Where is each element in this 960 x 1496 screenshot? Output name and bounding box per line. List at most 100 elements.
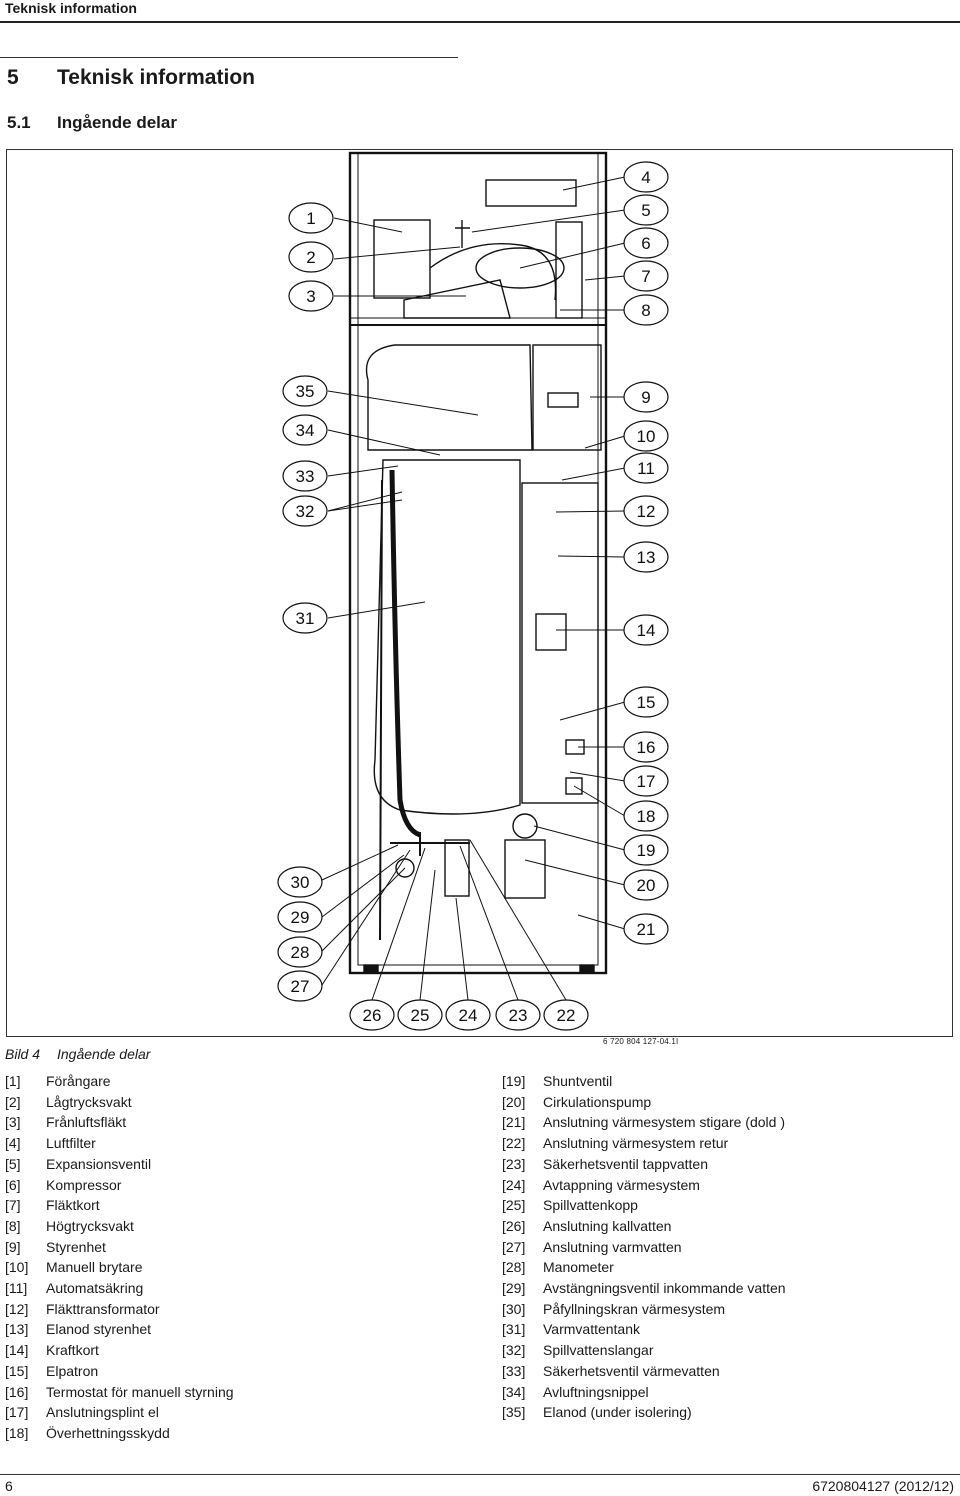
legend-text: Säkerhetsventil tappvatten xyxy=(543,1155,708,1172)
legend-item: [9]Styrenhet xyxy=(5,1237,234,1258)
callout-19: 19 xyxy=(623,834,669,866)
shunt-valve xyxy=(512,813,538,839)
svg-text:34: 34 xyxy=(296,421,315,440)
leader-lines xyxy=(321,176,626,1001)
svg-text:10: 10 xyxy=(637,427,656,446)
legend-item: [5]Expansionsventil xyxy=(5,1154,234,1175)
callout-18: 18 xyxy=(623,800,669,832)
svg-text:9: 9 xyxy=(641,388,650,407)
callout-25: 25 xyxy=(397,999,443,1031)
svg-text:30: 30 xyxy=(291,873,310,892)
legend-item: [34]Avluftningsnippel xyxy=(502,1382,786,1403)
svg-text:12: 12 xyxy=(637,502,656,521)
svg-text:27: 27 xyxy=(291,977,310,996)
svg-text:2: 2 xyxy=(306,248,315,267)
callout-23: 23 xyxy=(495,999,541,1031)
legend-text: Expansionsventil xyxy=(46,1155,152,1172)
svg-text:33: 33 xyxy=(296,467,315,486)
callout-4: 4 xyxy=(623,161,669,193)
legend-key: [17] xyxy=(5,1404,29,1421)
svg-text:11: 11 xyxy=(637,459,655,478)
callout-24: 24 xyxy=(445,999,491,1031)
legend-item: [1]Förångare xyxy=(5,1071,234,1092)
callout-30: 30 xyxy=(277,866,323,898)
callout-35: 35 xyxy=(282,375,328,407)
callout-27: 27 xyxy=(277,970,323,1002)
callout-8: 8 xyxy=(623,294,669,326)
legend-item: [28]Manometer xyxy=(502,1257,786,1278)
callout-6: 6 xyxy=(623,227,669,259)
legend-item: [4] Luftfilter xyxy=(5,1133,234,1154)
figure-caption-text: Ingående delar xyxy=(57,1046,151,1062)
legend-text: Frånluftsfläkt xyxy=(46,1114,127,1131)
svg-text:15: 15 xyxy=(637,693,656,712)
legend-text: Styrenhet xyxy=(46,1238,106,1255)
legend-text: Cirkulationspump xyxy=(543,1093,652,1110)
svg-text:32: 32 xyxy=(296,502,315,521)
evaporator xyxy=(365,344,533,451)
svg-text:26: 26 xyxy=(363,1006,382,1025)
legend-item: [14]Kraftkort xyxy=(5,1340,234,1361)
legend-item: [6] Kompressor xyxy=(5,1175,234,1196)
section-title: Teknisk information xyxy=(57,66,255,89)
legend-key: [12] xyxy=(5,1300,29,1317)
fan-blower xyxy=(403,279,511,319)
callout-14: 14 xyxy=(623,614,669,646)
figure-frame xyxy=(6,149,953,1037)
legend-key: [28] xyxy=(502,1259,526,1276)
legend-text: Avtappning värmesystem xyxy=(543,1176,700,1193)
legend-text: Anslutningsplint el xyxy=(46,1404,159,1421)
legend-key: [8] xyxy=(5,1217,21,1234)
legend-key: [27] xyxy=(502,1238,526,1255)
document-number: 6720804127 (2012/12) xyxy=(812,1478,954,1494)
callout-13: 13 xyxy=(623,541,669,573)
legend-text: Luftfilter xyxy=(46,1135,96,1152)
legend-key: [1] xyxy=(5,1073,21,1089)
legend-item: [22]Anslutning värmesystem retur xyxy=(502,1133,786,1154)
svg-text:25: 25 xyxy=(411,1006,430,1025)
callout-11: 11 xyxy=(623,452,669,484)
callout-26: 26 xyxy=(349,999,395,1031)
legend-item: [29]Avstängningsventil inkommande vatten xyxy=(502,1278,786,1299)
legend-item: [27]Anslutning varmvatten xyxy=(502,1237,786,1258)
compressor xyxy=(475,247,565,289)
legend-item: [30] Påfyllningskran värmesystem xyxy=(502,1299,786,1320)
legend-item: [13]Elanod styrenhet xyxy=(5,1319,234,1340)
svg-text:8: 8 xyxy=(641,301,650,320)
legend-text: Varmvattentank xyxy=(543,1321,641,1338)
legend-text: Överhettningsskydd xyxy=(46,1424,170,1441)
fan-housing xyxy=(373,219,431,299)
legend-key: [6] xyxy=(5,1176,21,1193)
legend-item: [21]Anslutning värmesystem stigare (dold… xyxy=(502,1112,786,1133)
legend-key: [7] xyxy=(5,1197,21,1214)
legend-key: [14] xyxy=(5,1342,29,1359)
running-header: Teknisk information xyxy=(0,0,960,23)
legend-item: [17] Anslutningsplint el xyxy=(5,1402,234,1423)
callout-3: 3 xyxy=(288,280,334,312)
figure-code: 6 720 804 127-04.1I xyxy=(603,1037,679,1046)
svg-text:23: 23 xyxy=(509,1006,528,1025)
legend-item: [10]Manuell brytare xyxy=(5,1257,234,1278)
legend-item: [8]Högtrycksvakt xyxy=(5,1216,234,1237)
callout-16: 16 xyxy=(623,731,669,763)
drain-hoses xyxy=(389,469,422,838)
air-filter xyxy=(485,179,577,207)
svg-text:16: 16 xyxy=(637,738,656,757)
legend-text: Påfyllningskran värmesystem xyxy=(543,1300,726,1317)
legend-key: [30] xyxy=(502,1300,526,1317)
subsection-number: 5.1 xyxy=(7,113,31,132)
legend-text: Spillvattenslangar xyxy=(543,1342,654,1359)
svg-text:14: 14 xyxy=(637,621,656,640)
legend-key: [26] xyxy=(502,1217,526,1234)
legend-key: [21] xyxy=(502,1114,526,1131)
legend-key: [3] xyxy=(5,1114,21,1131)
legend-text: Elanod (under isolering) xyxy=(543,1404,692,1421)
cabinet-outline xyxy=(348,151,608,975)
legend-key: [4] xyxy=(5,1135,21,1152)
legend-text: Kompressor xyxy=(46,1176,122,1193)
svg-text:19: 19 xyxy=(637,841,656,860)
svg-text:21: 21 xyxy=(637,920,656,939)
circulation-pump xyxy=(504,839,546,899)
